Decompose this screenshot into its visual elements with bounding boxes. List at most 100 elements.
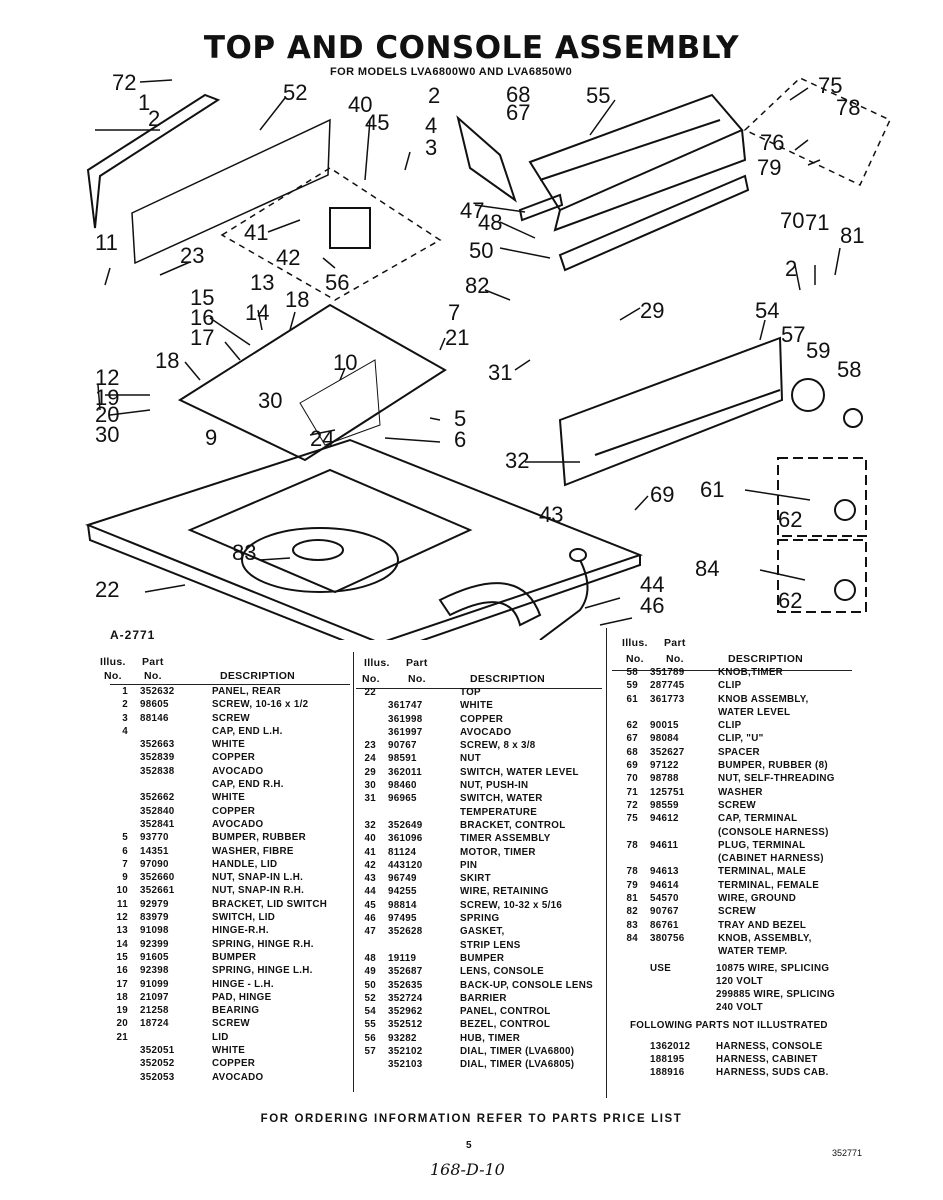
illus-no: 78 [626,839,638,851]
part-description: KNOB, ASSEMBLY, [718,932,812,944]
part-no: 361997 [388,726,423,738]
use-description: 299885 WIRE, SPLICING [716,989,836,1001]
part-no: 86761 [650,919,679,931]
document-number: 352771 [832,1148,863,1158]
part-description: KNOB,TIMER [718,667,784,678]
illus-no: 83 [626,919,638,931]
illus-no: 52 [364,992,376,1004]
header-part: Part [142,656,164,668]
illus-no: 69 [626,760,638,772]
part-no: 93770 [140,832,169,844]
svg-text:67: 67 [506,100,530,125]
part-no: 352627 [650,746,685,758]
part-description: PLUG, TERMINAL [718,839,806,851]
svg-text:21: 21 [445,325,469,350]
illus-no: 24 [364,753,376,765]
header-part: Part [406,657,428,669]
illus-no: 29 [364,766,376,778]
part-description: SCREW [718,799,756,811]
part-description: WHITE [212,792,246,804]
illus-no: 43 [364,873,376,885]
header-description: DESCRIPTION [728,653,804,665]
part-no: 361773 [650,693,685,705]
part-description: NUT, SNAP-IN L.H. [212,872,304,884]
illus-no: 21 [116,1031,128,1043]
illus-no: 14 [116,938,128,950]
part-description: TERMINAL, FEMALE [718,879,820,891]
part-description: SPRING, HINGE L.H. [212,965,313,977]
illus-no: 81 [626,893,638,905]
illus-no: 11 [117,898,128,910]
svg-text:23: 23 [180,243,204,268]
svg-text:83: 83 [232,540,256,565]
header-rule [356,688,602,689]
svg-text:47: 47 [460,198,484,223]
illus-no: 62 [626,720,638,732]
svg-text:6: 6 [454,427,466,452]
part-description: (CONSOLE HARNESS) [718,826,829,838]
part-no: 352628 [388,926,423,938]
page-number: 5 [466,1140,472,1151]
part-description: TIMER ASSEMBLY [460,833,551,845]
svg-text:79: 79 [757,155,781,180]
part-no: 352687 [388,966,423,978]
part-description: CLIP [718,720,742,732]
part-description: SWITCH, LID [212,912,276,924]
header-no: No. [144,670,162,682]
use-label: USE [650,962,672,974]
use-row: 240 VOLT [610,1001,870,1014]
part-description: BUMPER, RUBBER [212,832,307,844]
part-description: AVOCADO [212,818,264,830]
illus-no: 50 [364,979,376,991]
svg-text:68: 68 [506,82,530,107]
illus-no: 82 [626,906,638,918]
svg-text:44: 44 [640,572,664,597]
part-description: WASHER, FIBRE [212,845,294,857]
illus-no: 56 [364,1032,376,1044]
part-no: 352840 [140,805,175,817]
svg-text:12: 12 [95,365,119,390]
part-description: BACK-UP, CONSOLE LENS [460,979,593,991]
part-description: GASKET, [460,926,505,938]
illus-no: 44 [364,886,376,898]
part-description: LENS, CONSOLE [460,966,544,978]
header-rule [110,684,350,685]
part-no: 94613 [650,866,679,878]
ordering-footer: FOR ORDERING INFORMATION REFER TO PARTS … [260,1113,683,1125]
part-description: AVOCADO [460,726,512,738]
table-row: (CONSOLE HARNESS) [610,826,870,839]
part-no: 91099 [140,978,169,990]
part-no: 92399 [140,938,169,950]
svg-text:84: 84 [695,556,719,581]
part-description: BUMPER [212,951,257,963]
illus-no: 54 [364,1006,376,1018]
svg-text:29: 29 [640,298,664,323]
part-no: 92398 [140,965,169,977]
table-row: (CABINET HARNESS) [610,852,870,865]
illus-no: 2 [122,699,128,711]
header-illus: Illus. [364,657,390,669]
svg-text:43: 43 [539,502,563,527]
part-no: 90767 [650,906,679,918]
header-no: No. [104,670,122,682]
svg-text:10: 10 [333,350,357,375]
part-no: 18724 [140,1018,169,1030]
svg-text:81: 81 [840,223,864,248]
part-no: 352962 [388,1006,423,1018]
svg-text:22: 22 [95,577,119,602]
